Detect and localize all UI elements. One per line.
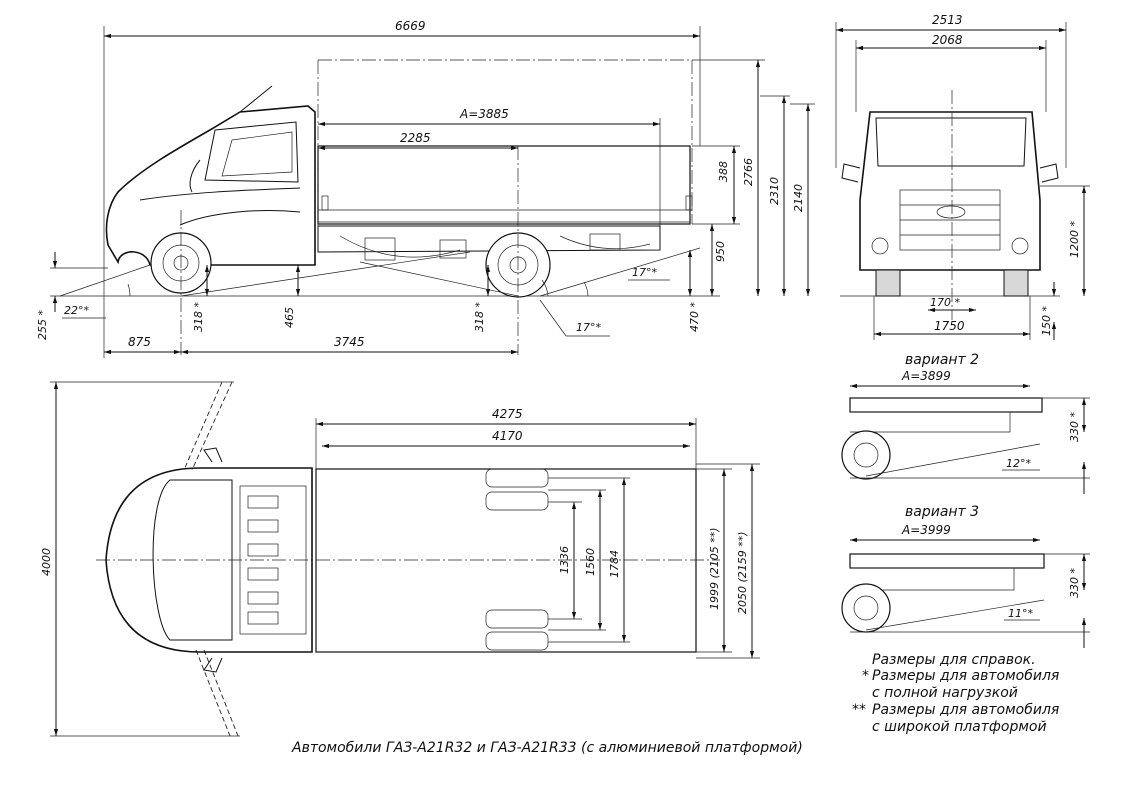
dim-mirror-width: 2513 xyxy=(932,13,963,27)
note-wide-1: Размеры для автомобиля xyxy=(872,702,1059,718)
dim-overall-length: 6669 xyxy=(395,19,426,33)
top-view: 4000 4275 4170 xyxy=(40,381,760,737)
variant-2: вариант 2 A=3899 330 * 12°* xyxy=(841,352,1090,494)
dim-front-overhang: 875 xyxy=(128,335,151,349)
dim-to-rear-axle: 2285 xyxy=(400,131,431,145)
dim-axle-clearance: 170 * xyxy=(930,296,960,309)
dim-width-2050: 2050 (2159 **) xyxy=(736,531,749,614)
dim-rear-axle-clearance: 318 * xyxy=(473,302,486,332)
cab-outline xyxy=(105,105,316,266)
side-view: 6669 A=3885 2285 388 2766 2310 2140 950 … xyxy=(36,19,815,358)
front-cab-outline xyxy=(859,111,1041,271)
dim-frame-clearance: 465 xyxy=(283,307,296,328)
dim-turning-diameter: 4000 xyxy=(40,548,53,576)
dim-approach-angle: 22°* xyxy=(64,304,89,317)
variant-2-angle: 12°* xyxy=(1006,457,1031,470)
platform xyxy=(317,145,691,225)
dim-ramp-angle: 17°* xyxy=(576,321,601,334)
dim-min-clearance: 150 * xyxy=(1040,306,1053,336)
dim-departure-angle: 17°* xyxy=(632,266,657,279)
variant-2-body: A=3899 xyxy=(901,369,951,383)
note-reference: Размеры для справок. xyxy=(872,652,1036,668)
top-platform xyxy=(315,468,697,653)
dim-cab-width: 2068 xyxy=(932,33,963,47)
dim-deck-height: 950 xyxy=(714,241,727,262)
dim-departure-clearance: 470 * xyxy=(688,302,701,332)
dim-side-height: 388 xyxy=(717,161,730,182)
dim-front-clearance: 255 * xyxy=(36,310,49,340)
note-double-star: ** xyxy=(852,702,866,718)
dim-total-height: 2766 xyxy=(742,158,755,186)
note-star: * xyxy=(862,668,869,684)
dim-width-1999: 1999 (2105 **) xyxy=(708,527,721,610)
note-full-load-2: с полной нагрузкой xyxy=(872,685,1018,701)
dim-body-length: A=3885 xyxy=(459,107,509,121)
dim-1200: 1200 * xyxy=(1068,221,1081,258)
dim-body-outer: 4275 xyxy=(492,407,523,421)
note-wide-2: с широкой платформой xyxy=(872,719,1047,735)
dim-cab-height: 2310 xyxy=(768,177,781,205)
dim-front-axle-clearance: 318 * xyxy=(192,302,205,332)
front-view: 2513 2068 1200 * 170 * 1750 150 * xyxy=(835,13,1090,340)
variant-3-height: 330 * xyxy=(1068,568,1081,598)
cab-roof-slats xyxy=(247,495,279,625)
variant-3-title: вариант 3 xyxy=(905,504,979,520)
drawing-caption: Автомобили ГАЗ-А21R32 и ГАЗ-А21R33 (с ал… xyxy=(291,740,803,756)
variant-2-height: 330 * xyxy=(1068,412,1081,442)
dim-track-1784: 1784 xyxy=(608,550,621,578)
dim-track-1560: 1560 xyxy=(584,548,597,576)
variant-3-body: A=3999 xyxy=(901,523,951,537)
variant-2-title: вариант 2 xyxy=(905,352,979,368)
dim-wheelbase: 3745 xyxy=(334,335,365,349)
dim-body-inner: 4170 xyxy=(492,429,523,443)
variant-3: вариант 3 A=3999 330 * 11°* xyxy=(841,504,1090,648)
dim-track-1336: 1336 xyxy=(558,546,571,574)
note-full-load-1: Размеры для автомобиля xyxy=(872,668,1059,684)
variant-3-angle: 11°* xyxy=(1008,607,1033,620)
dim-track-width: 1750 xyxy=(934,319,965,333)
dim-2140: 2140 xyxy=(792,184,805,212)
notes: Размеры для справок. * Размеры для автом… xyxy=(852,652,1059,735)
